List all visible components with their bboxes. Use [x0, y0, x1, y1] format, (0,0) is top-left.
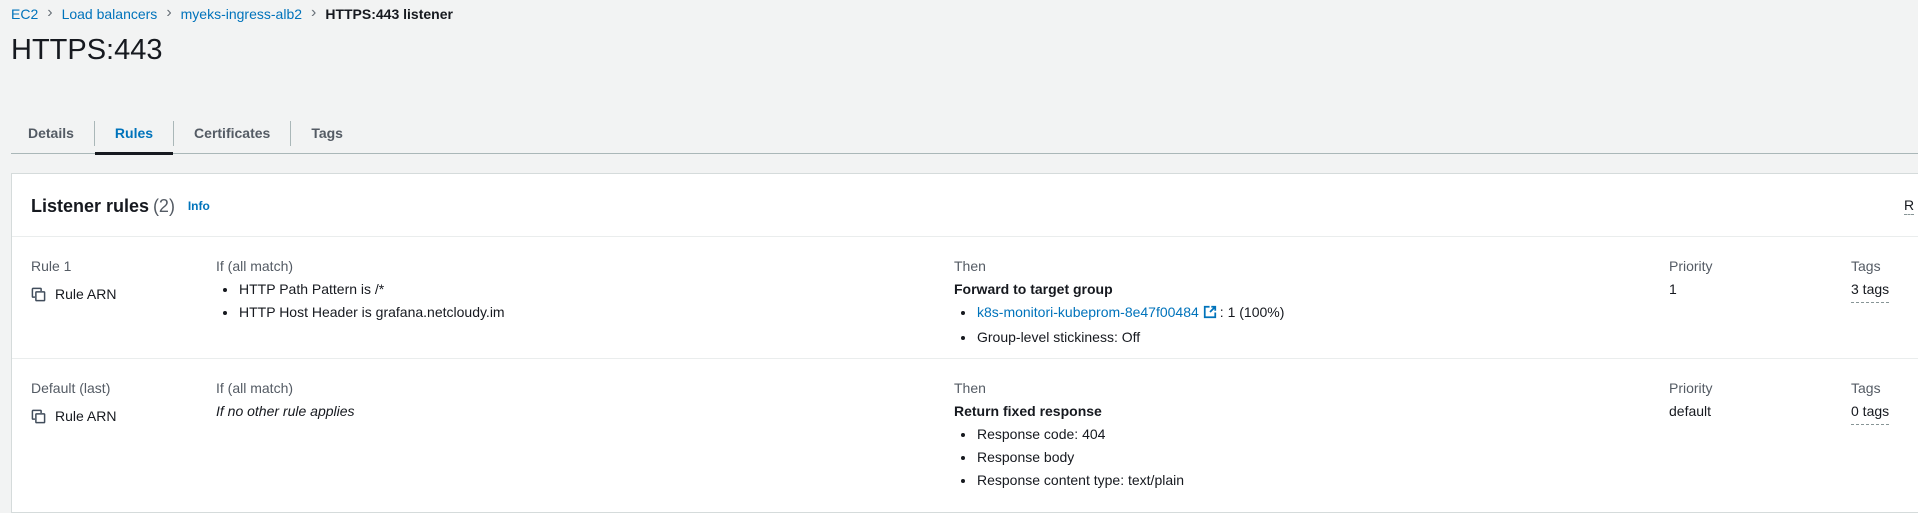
tags-header: Tags: [1851, 258, 1881, 274]
tab-divider: [290, 121, 292, 146]
rule-priority-cell: Priority 1: [1669, 255, 1851, 349]
rule-name-cell: Rule 1 Rule ARN: [31, 255, 216, 349]
rule-action-cell: Then Forward to target group k8s-monitor…: [954, 255, 1669, 349]
breadcrumb-current-page: HTTPS:443 listener: [325, 6, 453, 22]
table-row-rule-1: Rule 1 Rule ARN If (all match) HTTP Path…: [12, 237, 1918, 358]
panel-header: Listener rules (2) Info R: [12, 174, 1918, 237]
stickiness-item: Group-level stickiness: Off: [976, 326, 1669, 349]
table-row-default-rule: Default (last) Rule ARN If (all match) I…: [12, 358, 1918, 501]
rule-name: Rule 1: [31, 258, 72, 274]
action-item: Response code: 404: [976, 423, 1669, 446]
breadcrumb-load-balancer-name[interactable]: myeks-ingress-alb2: [180, 6, 303, 22]
chevron-right-icon: ›: [311, 4, 317, 21]
panel-rule-count: (2): [152, 196, 175, 216]
info-link[interactable]: Info: [187, 199, 210, 213]
action-item: Response body: [976, 446, 1669, 469]
breadcrumb-load-balancers[interactable]: Load balancers: [61, 6, 158, 22]
priority-header: Priority: [1669, 258, 1713, 274]
then-header: Then: [954, 258, 986, 274]
rule-name: Default (last): [31, 380, 111, 396]
copy-icon[interactable]: [31, 287, 46, 302]
target-group-weight: : 1 (100%): [1219, 304, 1285, 320]
priority-value: default: [1669, 403, 1712, 419]
tab-divider: [93, 121, 95, 146]
tags-header: Tags: [1851, 380, 1881, 396]
breadcrumb-ec2[interactable]: EC2: [11, 6, 39, 22]
if-header: If (all match): [216, 380, 294, 396]
rule-arn-label: Rule ARN: [55, 286, 117, 302]
action-title: Return fixed response: [954, 403, 1102, 419]
chevron-right-icon: ›: [166, 4, 172, 21]
rule-arn-label: Rule ARN: [55, 408, 117, 424]
target-group-link[interactable]: k8s-monitori-kubeprom-8e47f00484: [977, 304, 1199, 320]
rule-conditions-cell: If (all match) If no other rule applies: [216, 377, 954, 492]
if-header: If (all match): [216, 258, 294, 274]
action-title: Forward to target group: [954, 281, 1113, 297]
then-header: Then: [954, 380, 986, 396]
copy-icon[interactable]: [31, 409, 46, 424]
tags-popover-link[interactable]: 0 tags: [1851, 400, 1890, 425]
chevron-right-icon: ›: [47, 4, 53, 21]
tab-certificates[interactable]: Certificates: [194, 125, 271, 141]
listener-rules-panel: Listener rules (2) Info R Rule 1 Rule AR…: [11, 173, 1918, 513]
condition-item: HTTP Path Pattern is /*: [238, 278, 954, 301]
condition-item: HTTP Host Header is grafana.netcloudy.im: [238, 301, 954, 324]
rule-action-cell: Then Return fixed response Response code…: [954, 377, 1669, 492]
priority-value: 1: [1669, 281, 1677, 297]
tab-bar: Details Rules Certificates Tags: [11, 114, 1918, 155]
rule-priority-cell: Priority default: [1669, 377, 1851, 492]
external-link-icon[interactable]: [1203, 305, 1217, 322]
tab-rules[interactable]: Rules: [94, 114, 174, 155]
rule-name-cell: Default (last) Rule ARN: [31, 377, 216, 492]
clipped-action-link[interactable]: R: [1904, 197, 1915, 215]
tab-details[interactable]: Details: [28, 125, 74, 141]
default-rule-note: If no other rule applies: [216, 403, 355, 419]
panel-title: Listener rules: [31, 196, 150, 216]
action-item: Response content type: text/plain: [976, 469, 1669, 492]
rule-tags-cell: Tags 3 tags: [1851, 255, 1918, 349]
tags-popover-link[interactable]: 3 tags: [1851, 278, 1890, 303]
tab-divider: [173, 121, 175, 146]
breadcrumb: EC2 › Load balancers › myeks-ingress-alb…: [11, 0, 1918, 23]
target-group-item: k8s-monitori-kubeprom-8e47f00484 : 1 (100…: [976, 301, 1669, 326]
page-title: HTTPS:443: [11, 34, 163, 66]
rule-tags-cell: Tags 0 tags: [1851, 377, 1918, 492]
tab-tags[interactable]: Tags: [311, 125, 343, 141]
rule-conditions-cell: If (all match) HTTP Path Pattern is /* H…: [216, 255, 954, 349]
priority-header: Priority: [1669, 380, 1713, 396]
